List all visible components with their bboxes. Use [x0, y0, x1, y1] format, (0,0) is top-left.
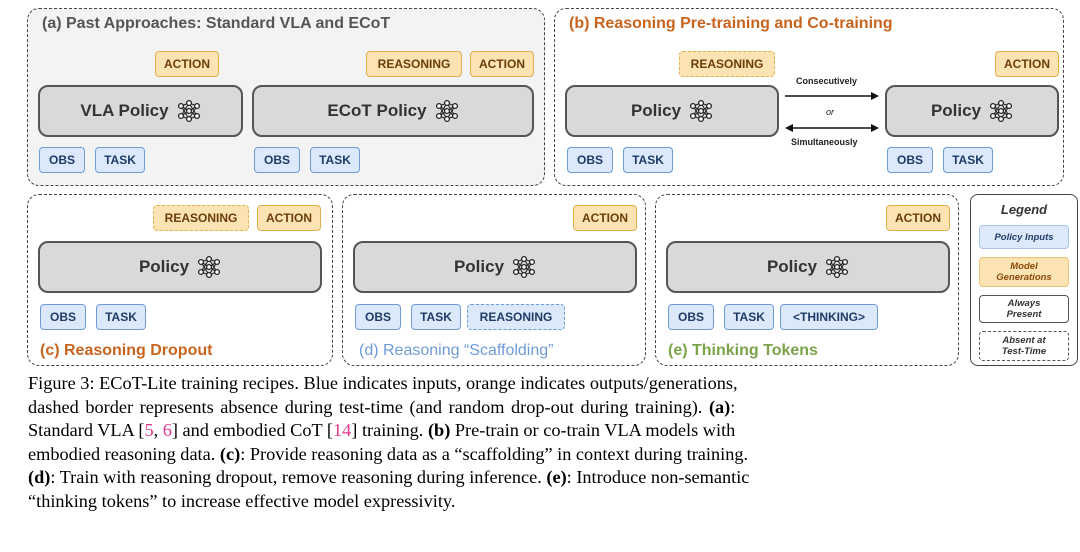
- caption-line-6: “thinking tokens” to increase effective …: [28, 490, 456, 511]
- figure-caption: Figure 3: ECoT-Lite training recipes. Bl…: [28, 372, 1064, 513]
- reasoning-chip-dashed: REASONING: [153, 205, 249, 231]
- task-chip: TASK: [96, 304, 146, 330]
- ecot-policy-box: ECoT Policy: [252, 85, 534, 137]
- caption-label-d: (d): [28, 467, 51, 487]
- legend-always-present: Always Present: [979, 295, 1069, 323]
- right-arrow-icon: [785, 92, 879, 100]
- policy-box: Policy: [353, 241, 637, 293]
- caption-text: ,: [153, 420, 163, 440]
- neural-network-icon: [435, 99, 459, 123]
- action-chip: ACTION: [155, 51, 219, 77]
- bidirectional-arrow-icon: [785, 124, 879, 132]
- caption-line-3: Standard VLA [5, 6] and embodied CoT [14…: [28, 419, 1064, 443]
- citation-link[interactable]: 14: [333, 420, 352, 440]
- caption-label-e: (e): [546, 467, 567, 487]
- obs-chip: OBS: [567, 147, 613, 173]
- neural-network-icon: [689, 99, 713, 123]
- panel-c-title: (c) Reasoning Dropout: [40, 342, 213, 359]
- neural-network-icon: [177, 99, 201, 123]
- or-label: or: [826, 107, 835, 117]
- legend: Legend Policy Inputs Model Generations A…: [970, 194, 1078, 366]
- panel-d-title: (d) Reasoning “Scaffolding”: [359, 342, 554, 359]
- policy-box: Policy: [38, 241, 322, 293]
- caption-text: ] training.: [351, 420, 424, 440]
- task-chip: TASK: [411, 304, 461, 330]
- obs-chip: OBS: [355, 304, 401, 330]
- policy-label: Policy: [766, 257, 818, 276]
- policy-box: Policy: [666, 241, 950, 293]
- panel-e-title: (e) Thinking Tokens: [668, 342, 818, 359]
- panel-b: (b) Reasoning Pre-training and Co-traini…: [554, 8, 1064, 186]
- caption-line-4: embodied reasoning data. (c): Provide re…: [28, 443, 1064, 467]
- caption-text: embodied reasoning data.: [28, 443, 216, 464]
- panel-e: ACTION Policy OBS TASK <THINKING> (e) Th…: [655, 194, 959, 366]
- caption-label-c: (c): [219, 443, 241, 464]
- neural-network-icon: [197, 255, 221, 279]
- caption-text: Pre-train or co-train VLA models with: [454, 420, 736, 440]
- task-chip: TASK: [310, 147, 360, 173]
- task-chip: TASK: [724, 304, 774, 330]
- panel-a-title: (a) Past Approaches: Standard VLA and EC…: [42, 15, 391, 32]
- reasoning-input-chip-dashed: REASONING: [467, 304, 565, 330]
- obs-chip: OBS: [887, 147, 933, 173]
- action-chip: ACTION: [886, 205, 950, 231]
- action-chip: ACTION: [257, 205, 321, 231]
- vla-policy-box: VLA Policy: [38, 85, 243, 137]
- citation-link[interactable]: 6: [162, 420, 172, 440]
- vla-policy-label: VLA Policy: [80, 101, 169, 120]
- citation-link[interactable]: 5: [144, 420, 154, 440]
- caption-line-1: Figure 3: ECoT-Lite training recipes. Bl…: [28, 373, 738, 393]
- legend-model-generations: Model Generations: [979, 257, 1069, 287]
- thinking-chip: <THINKING>: [780, 304, 878, 330]
- consecutively-label: Consecutively: [796, 76, 858, 86]
- policy-box-left: Policy: [565, 85, 779, 137]
- action-chip: ACTION: [573, 205, 637, 231]
- caption-text: : Introduce non-semantic: [566, 467, 750, 487]
- neural-network-icon: [512, 255, 536, 279]
- panel-d: ACTION Policy OBS TASK REASONING (d) Rea…: [342, 194, 646, 366]
- reasoning-chip-dashed: REASONING: [679, 51, 775, 77]
- policy-label: Policy: [453, 257, 505, 276]
- legend-title: Legend: [1000, 202, 1048, 217]
- neural-network-icon: [825, 255, 849, 279]
- policy-label: Policy: [138, 257, 190, 276]
- obs-chip: OBS: [39, 147, 85, 173]
- legend-absent-at-test-time: Absent at Test-Time: [979, 331, 1069, 361]
- panel-c: REASONING ACTION Policy OBS TASK (c) Rea…: [27, 194, 333, 366]
- caption-text: : Provide reasoning data as a “scaffoldi…: [240, 443, 749, 464]
- action-chip: ACTION: [470, 51, 534, 77]
- reasoning-chip: REASONING: [366, 51, 462, 77]
- action-chip: ACTION: [995, 51, 1059, 77]
- caption-line-5: (d): Train with reasoning dropout, remov…: [28, 466, 1064, 490]
- obs-chip: OBS: [668, 304, 714, 330]
- panel-a: (a) Past Approaches: Standard VLA and EC…: [27, 8, 545, 186]
- simultaneously-label: Simultaneously: [791, 137, 858, 147]
- ecot-policy-label: ECoT Policy: [327, 101, 427, 120]
- caption-text: ] and embodied CoT [: [171, 420, 333, 440]
- policy-label: Policy: [630, 101, 682, 120]
- policy-label: Policy: [930, 101, 982, 120]
- obs-chip: OBS: [254, 147, 300, 173]
- panel-b-title: (b) Reasoning Pre-training and Co-traini…: [569, 15, 893, 32]
- caption-line-2: dashed border represents absence during …: [28, 396, 1064, 420]
- neural-network-icon: [989, 99, 1013, 123]
- caption-text: : Train with reasoning dropout, remove r…: [50, 467, 542, 487]
- obs-chip: OBS: [40, 304, 86, 330]
- caption-label-b: (b): [427, 420, 451, 440]
- caption-text: :: [730, 396, 736, 417]
- legend-policy-inputs: Policy Inputs: [979, 225, 1069, 249]
- caption-text: Standard VLA [: [28, 420, 145, 440]
- task-chip: TASK: [95, 147, 145, 173]
- policy-box-right: Policy: [885, 85, 1059, 137]
- caption-label-a: (a): [708, 396, 731, 417]
- task-chip: TASK: [943, 147, 993, 173]
- task-chip: TASK: [623, 147, 673, 173]
- caption-text: dashed border represents absence during …: [28, 396, 703, 417]
